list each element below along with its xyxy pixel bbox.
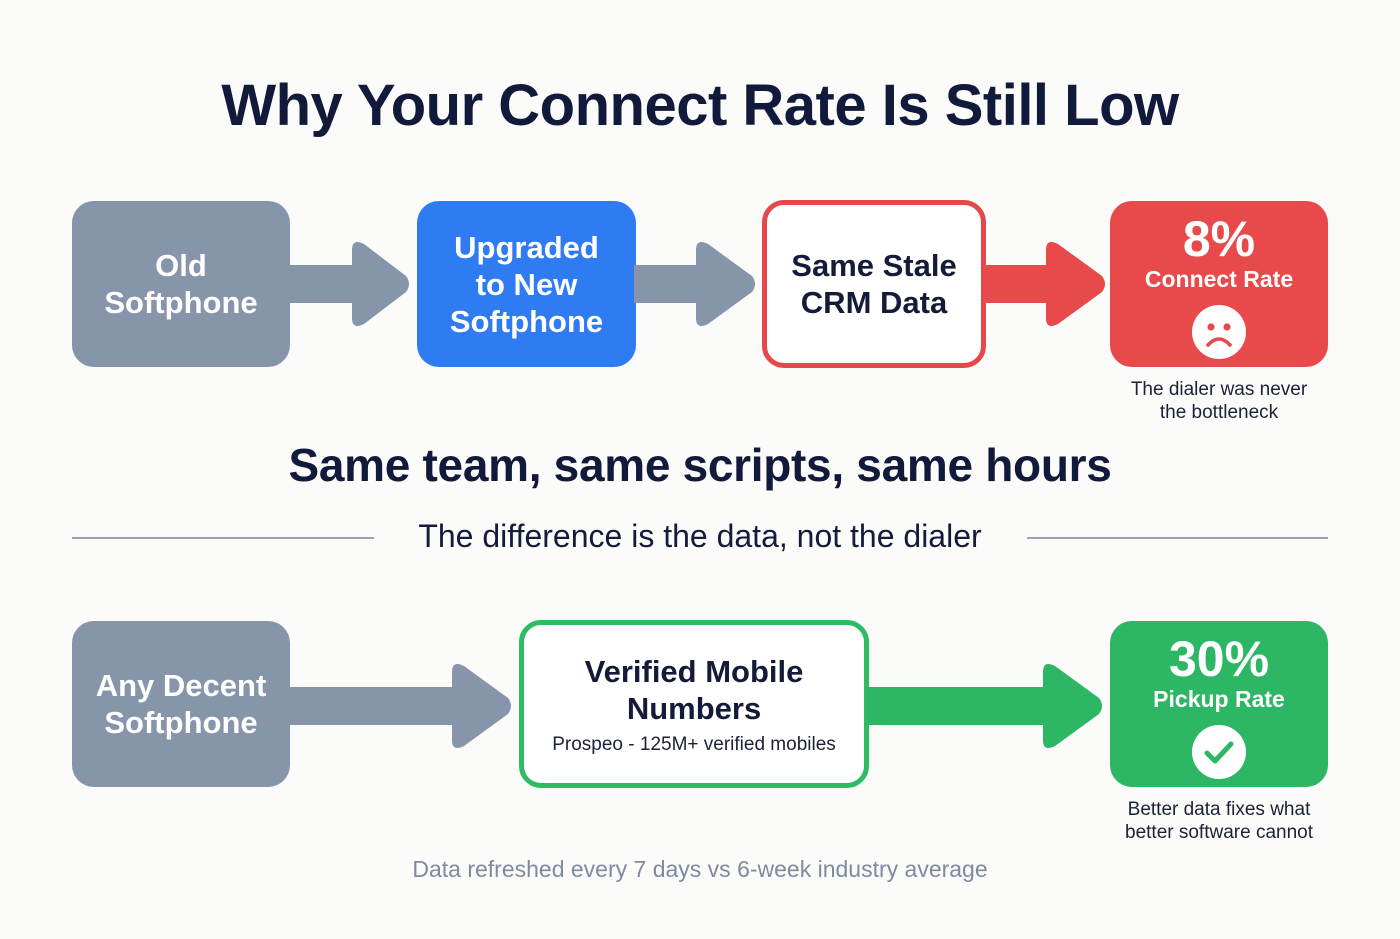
step-label-line: Softphone <box>104 285 258 320</box>
connect-rate-label: Connect Rate <box>1144 266 1294 292</box>
page-title: Why Your Connect Rate Is Still Low <box>221 73 1179 138</box>
result-connect-rate: 8% Connect Rate <box>1110 201 1328 367</box>
sad-face-icon <box>1192 305 1246 359</box>
divider-line-right <box>1027 537 1328 539</box>
connect-rate-caption: The dialer was never the bottleneck <box>1090 378 1348 424</box>
divider-line-left <box>72 537 374 539</box>
result-pickup-rate: 30% Pickup Rate <box>1110 621 1328 787</box>
step-label-line: Upgraded <box>454 229 599 265</box>
arrow-right-icon <box>288 664 511 748</box>
step-label-line: Any Decent <box>95 668 267 703</box>
step-verified-mobile-numbers: Verified Mobile Numbers Prospeo - 125M+ … <box>519 620 869 788</box>
footnote: Data refreshed every 7 days vs 6-week in… <box>412 856 988 882</box>
pickup-rate-label: Pickup Rate <box>1153 686 1285 712</box>
step-old-softphone: Old Softphone <box>72 201 290 367</box>
step-label-line: to New <box>475 266 578 302</box>
connect-rate-value: 8% <box>1182 211 1256 267</box>
step-any-decent-softphone: Any Decent Softphone <box>72 621 290 787</box>
step-label-line: Softphone <box>449 303 604 339</box>
step-upgraded-softphone: Upgraded to New Softphone <box>417 201 636 367</box>
step-label-line: Softphone <box>104 705 258 740</box>
pickup-rate-caption: Better data fixes what better software c… <box>1090 798 1348 844</box>
step-sub-label: Prospeo - 125M+ verified mobiles <box>552 733 836 755</box>
step-label-line: CRM Data <box>800 285 948 320</box>
arrow-right-icon <box>867 664 1102 748</box>
check-circle-icon <box>1192 725 1246 779</box>
caption-line: The dialer was never <box>1130 379 1308 400</box>
arrow-right-icon <box>288 242 409 326</box>
step-label-line: Numbers <box>626 690 762 726</box>
arrow-right-icon <box>634 242 755 326</box>
step-label-line: Verified Mobile <box>584 653 804 689</box>
caption-line: the bottleneck <box>1159 402 1279 423</box>
subheading: Same team, same scripts, same hours <box>288 439 1112 491</box>
caption-line: Better data fixes what <box>1127 799 1311 820</box>
step-label-line: Old <box>155 248 207 283</box>
pickup-rate-value: 30% <box>1168 631 1270 687</box>
caption-line: better software cannot <box>1125 822 1313 843</box>
divider-text: The difference is the data, not the dial… <box>418 518 982 554</box>
step-stale-crm-data: Same Stale CRM Data <box>762 200 986 368</box>
step-label-line: Same Stale <box>791 248 957 283</box>
arrow-right-icon <box>984 242 1105 326</box>
